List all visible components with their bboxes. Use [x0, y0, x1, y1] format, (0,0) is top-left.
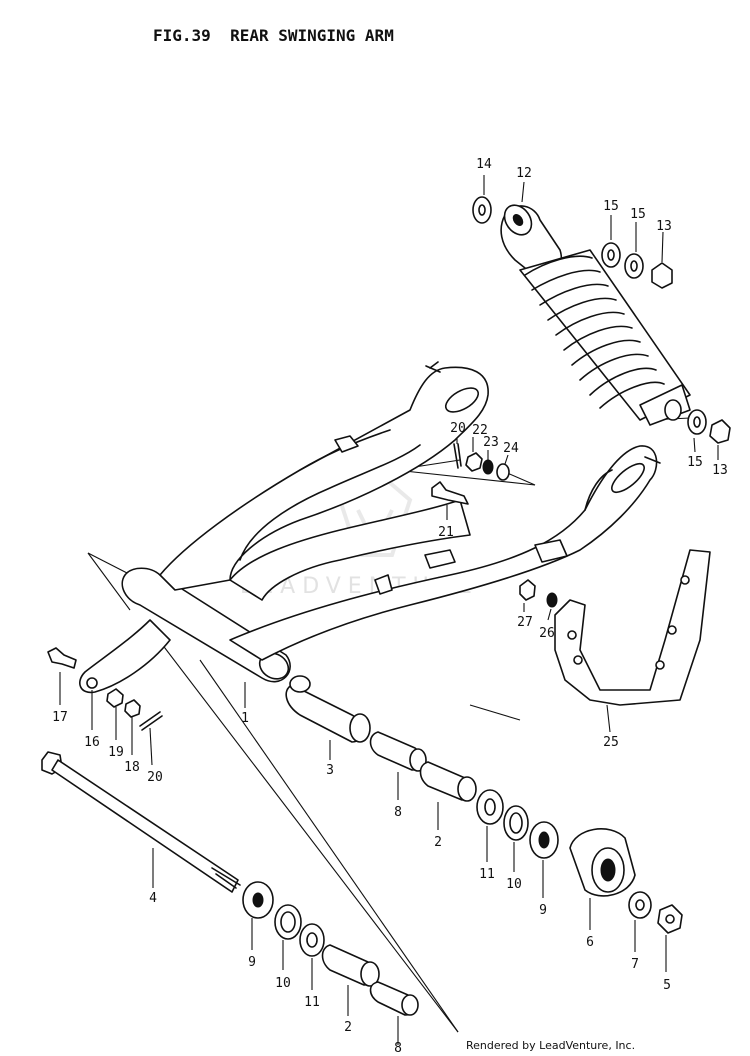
callout-2-a: 2 — [434, 835, 442, 850]
callout-4: 4 — [149, 891, 157, 906]
callout-19: 19 — [108, 745, 124, 760]
callout-9-a: 9 — [539, 903, 547, 918]
swing-arm — [79, 361, 661, 694]
callout-8-b: 8 — [394, 1041, 402, 1056]
callout-13-a: 13 — [656, 219, 672, 234]
callout-10-a: 10 — [506, 877, 522, 892]
callout-11-a: 11 — [479, 867, 495, 882]
pivot-bolt — [41, 751, 241, 893]
callout-12: 12 — [516, 166, 532, 181]
hardware-parts — [47, 196, 731, 1016]
callout-1: 1 — [241, 711, 249, 726]
callout-21: 21 — [438, 525, 454, 540]
callout-18: 18 — [124, 760, 140, 775]
callout-16: 16 — [84, 735, 100, 750]
callout-15-c: 15 — [687, 455, 703, 470]
callout-15-b: 15 — [630, 207, 646, 222]
callout-labels: 14 12 15 15 13 15 13 20 22 23 24 21 27 2… — [52, 157, 728, 1056]
callout-9-b: 9 — [248, 955, 256, 970]
shock-spring-coils — [524, 255, 665, 409]
callout-2-b: 2 — [344, 1020, 352, 1035]
callout-25: 25 — [603, 735, 619, 750]
callout-24: 24 — [503, 441, 519, 456]
callout-5: 5 — [663, 978, 671, 993]
callout-23: 23 — [483, 435, 499, 450]
callout-11-b: 11 — [304, 995, 320, 1010]
callout-26: 26 — [539, 626, 555, 641]
callout-22: 22 — [472, 423, 488, 438]
callout-3: 3 — [326, 763, 334, 778]
callout-10-b: 10 — [275, 976, 291, 991]
callout-20-b: 20 — [147, 770, 163, 785]
figure-title: FIG.39 REAR SWINGING ARM — [153, 26, 394, 45]
callout-17: 17 — [52, 710, 68, 725]
credit-text: Rendered by LeadVenture, Inc. — [466, 1039, 636, 1052]
callout-13-b: 13 — [712, 463, 728, 478]
callout-6: 6 — [586, 935, 594, 950]
callout-leaders — [59, 175, 719, 1045]
chain-guard — [554, 549, 711, 706]
callout-8-a: 8 — [394, 805, 402, 820]
callout-27: 27 — [517, 615, 533, 630]
callout-14: 14 — [476, 157, 492, 172]
callout-20-a: 20 — [450, 421, 466, 436]
shock-absorber — [500, 204, 691, 426]
callout-7: 7 — [631, 957, 639, 972]
callout-15-a: 15 — [603, 199, 619, 214]
